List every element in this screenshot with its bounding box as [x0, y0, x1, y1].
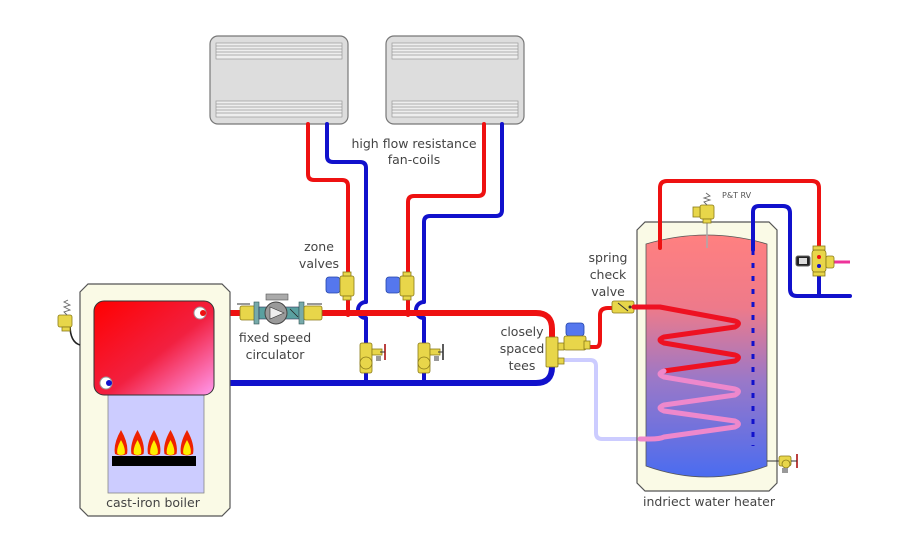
- tees-label-line1: closely: [500, 324, 544, 339]
- circulator-label-line1: fixed speed: [239, 330, 311, 345]
- purge-valve-1: [359, 342, 386, 374]
- flame-icons: [114, 430, 194, 456]
- check-valve-label-line3: valve: [591, 284, 625, 299]
- zone-valves-label-line2: valves: [299, 256, 339, 271]
- fan-coil-grille-bottom: [391, 100, 519, 118]
- fan-coil-1: [209, 35, 349, 125]
- closely-spaced-tees: [545, 336, 565, 368]
- fan-coil-1-supply-pipe: [306, 122, 350, 317]
- burner-bar: [112, 456, 196, 466]
- flame-core: [183, 440, 191, 455]
- boiler: [57, 283, 231, 517]
- check-valve-label-line1: spring: [589, 250, 628, 265]
- indirect-water-heater: [631, 179, 852, 492]
- zone-valves-label-line1: zone: [304, 239, 334, 254]
- fan-coils-label-line2: fan-coils: [388, 152, 440, 167]
- flame-core: [117, 440, 125, 455]
- pump-arrow-icon: [269, 306, 285, 320]
- water-heater-label: indriect water heater: [643, 494, 776, 509]
- flame-core: [133, 440, 142, 455]
- flame-core: [150, 440, 158, 455]
- fan-coils-label-line1: high flow resistance: [351, 136, 476, 151]
- boiler-relief-valve: [57, 299, 81, 346]
- boiler-label: cast-iron boiler: [106, 495, 201, 510]
- thermostatic-mixing-valve: [795, 245, 850, 277]
- fixed-speed-circulator: [237, 293, 323, 325]
- check-valve-label-line2: check: [590, 267, 627, 282]
- fan-coil-2: [385, 35, 525, 125]
- purge-valve-2: [417, 342, 444, 374]
- tank-vessel: [645, 234, 768, 478]
- dhw-supply-pipe: [586, 306, 622, 349]
- fan-coil-grille-top: [391, 42, 519, 60]
- flame-core: [166, 440, 175, 455]
- dhw-cold-inlet-pipe: [751, 204, 852, 298]
- zone-valve-2: [385, 271, 415, 301]
- heat-exchanger-coil: [631, 304, 741, 374]
- dhw-hot-outlet-pipe: [658, 179, 821, 256]
- fan-coil-2-supply-pipe: [406, 122, 486, 317]
- pt-relief-valve: [692, 192, 715, 248]
- tees-label-line2: spaced: [500, 341, 545, 356]
- zone-valve-1: [325, 271, 355, 301]
- dhw-circulator: [563, 322, 591, 351]
- circulator-label-line2: circulator: [246, 347, 306, 362]
- drain-valve: [767, 454, 798, 473]
- tees-label-line3: tees: [509, 358, 536, 373]
- ptrv-label: P&T RV: [722, 191, 752, 200]
- coil-return-pipe: [556, 358, 640, 441]
- spring-check-valve: [611, 300, 635, 314]
- fan-coil-grille-bottom: [215, 100, 343, 118]
- fan-coil-grille-top: [215, 42, 343, 60]
- boiler-heat-exchanger: [93, 300, 215, 396]
- heat-exchanger-coil-lower: [637, 368, 741, 442]
- supply-header-pipe: [197, 310, 555, 345]
